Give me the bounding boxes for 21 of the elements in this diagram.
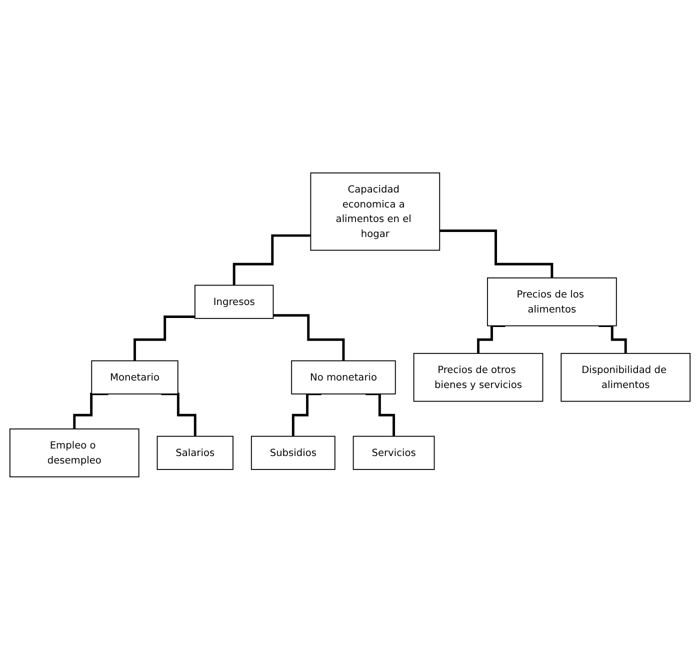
connector: [232, 234, 311, 286]
node-box: Precios de otros bienes y servicios: [413, 352, 544, 402]
connector: [292, 392, 322, 438]
connector: [366, 392, 396, 438]
node-box: Monetario: [91, 360, 178, 394]
node-box: Empleo o desempleo: [9, 428, 140, 477]
connector: [73, 392, 108, 430]
node-box: Salarios: [156, 435, 234, 470]
node-box: Precios de los alimentos: [487, 277, 617, 326]
node-box: Ingresos: [194, 284, 274, 318]
connector: [440, 229, 554, 279]
node-box: Disponibilidad de alimentos: [560, 352, 691, 402]
node-box: Servicios: [352, 435, 435, 470]
connector: [134, 315, 195, 362]
connector: [598, 324, 627, 354]
connector: [477, 324, 506, 354]
node-box: No monetario: [291, 360, 396, 394]
node-box: Subsidios: [250, 435, 336, 470]
connector: [161, 392, 196, 438]
connector: [273, 314, 345, 362]
node-box: Capacidad economica a alimentos en el hogar: [310, 172, 440, 250]
